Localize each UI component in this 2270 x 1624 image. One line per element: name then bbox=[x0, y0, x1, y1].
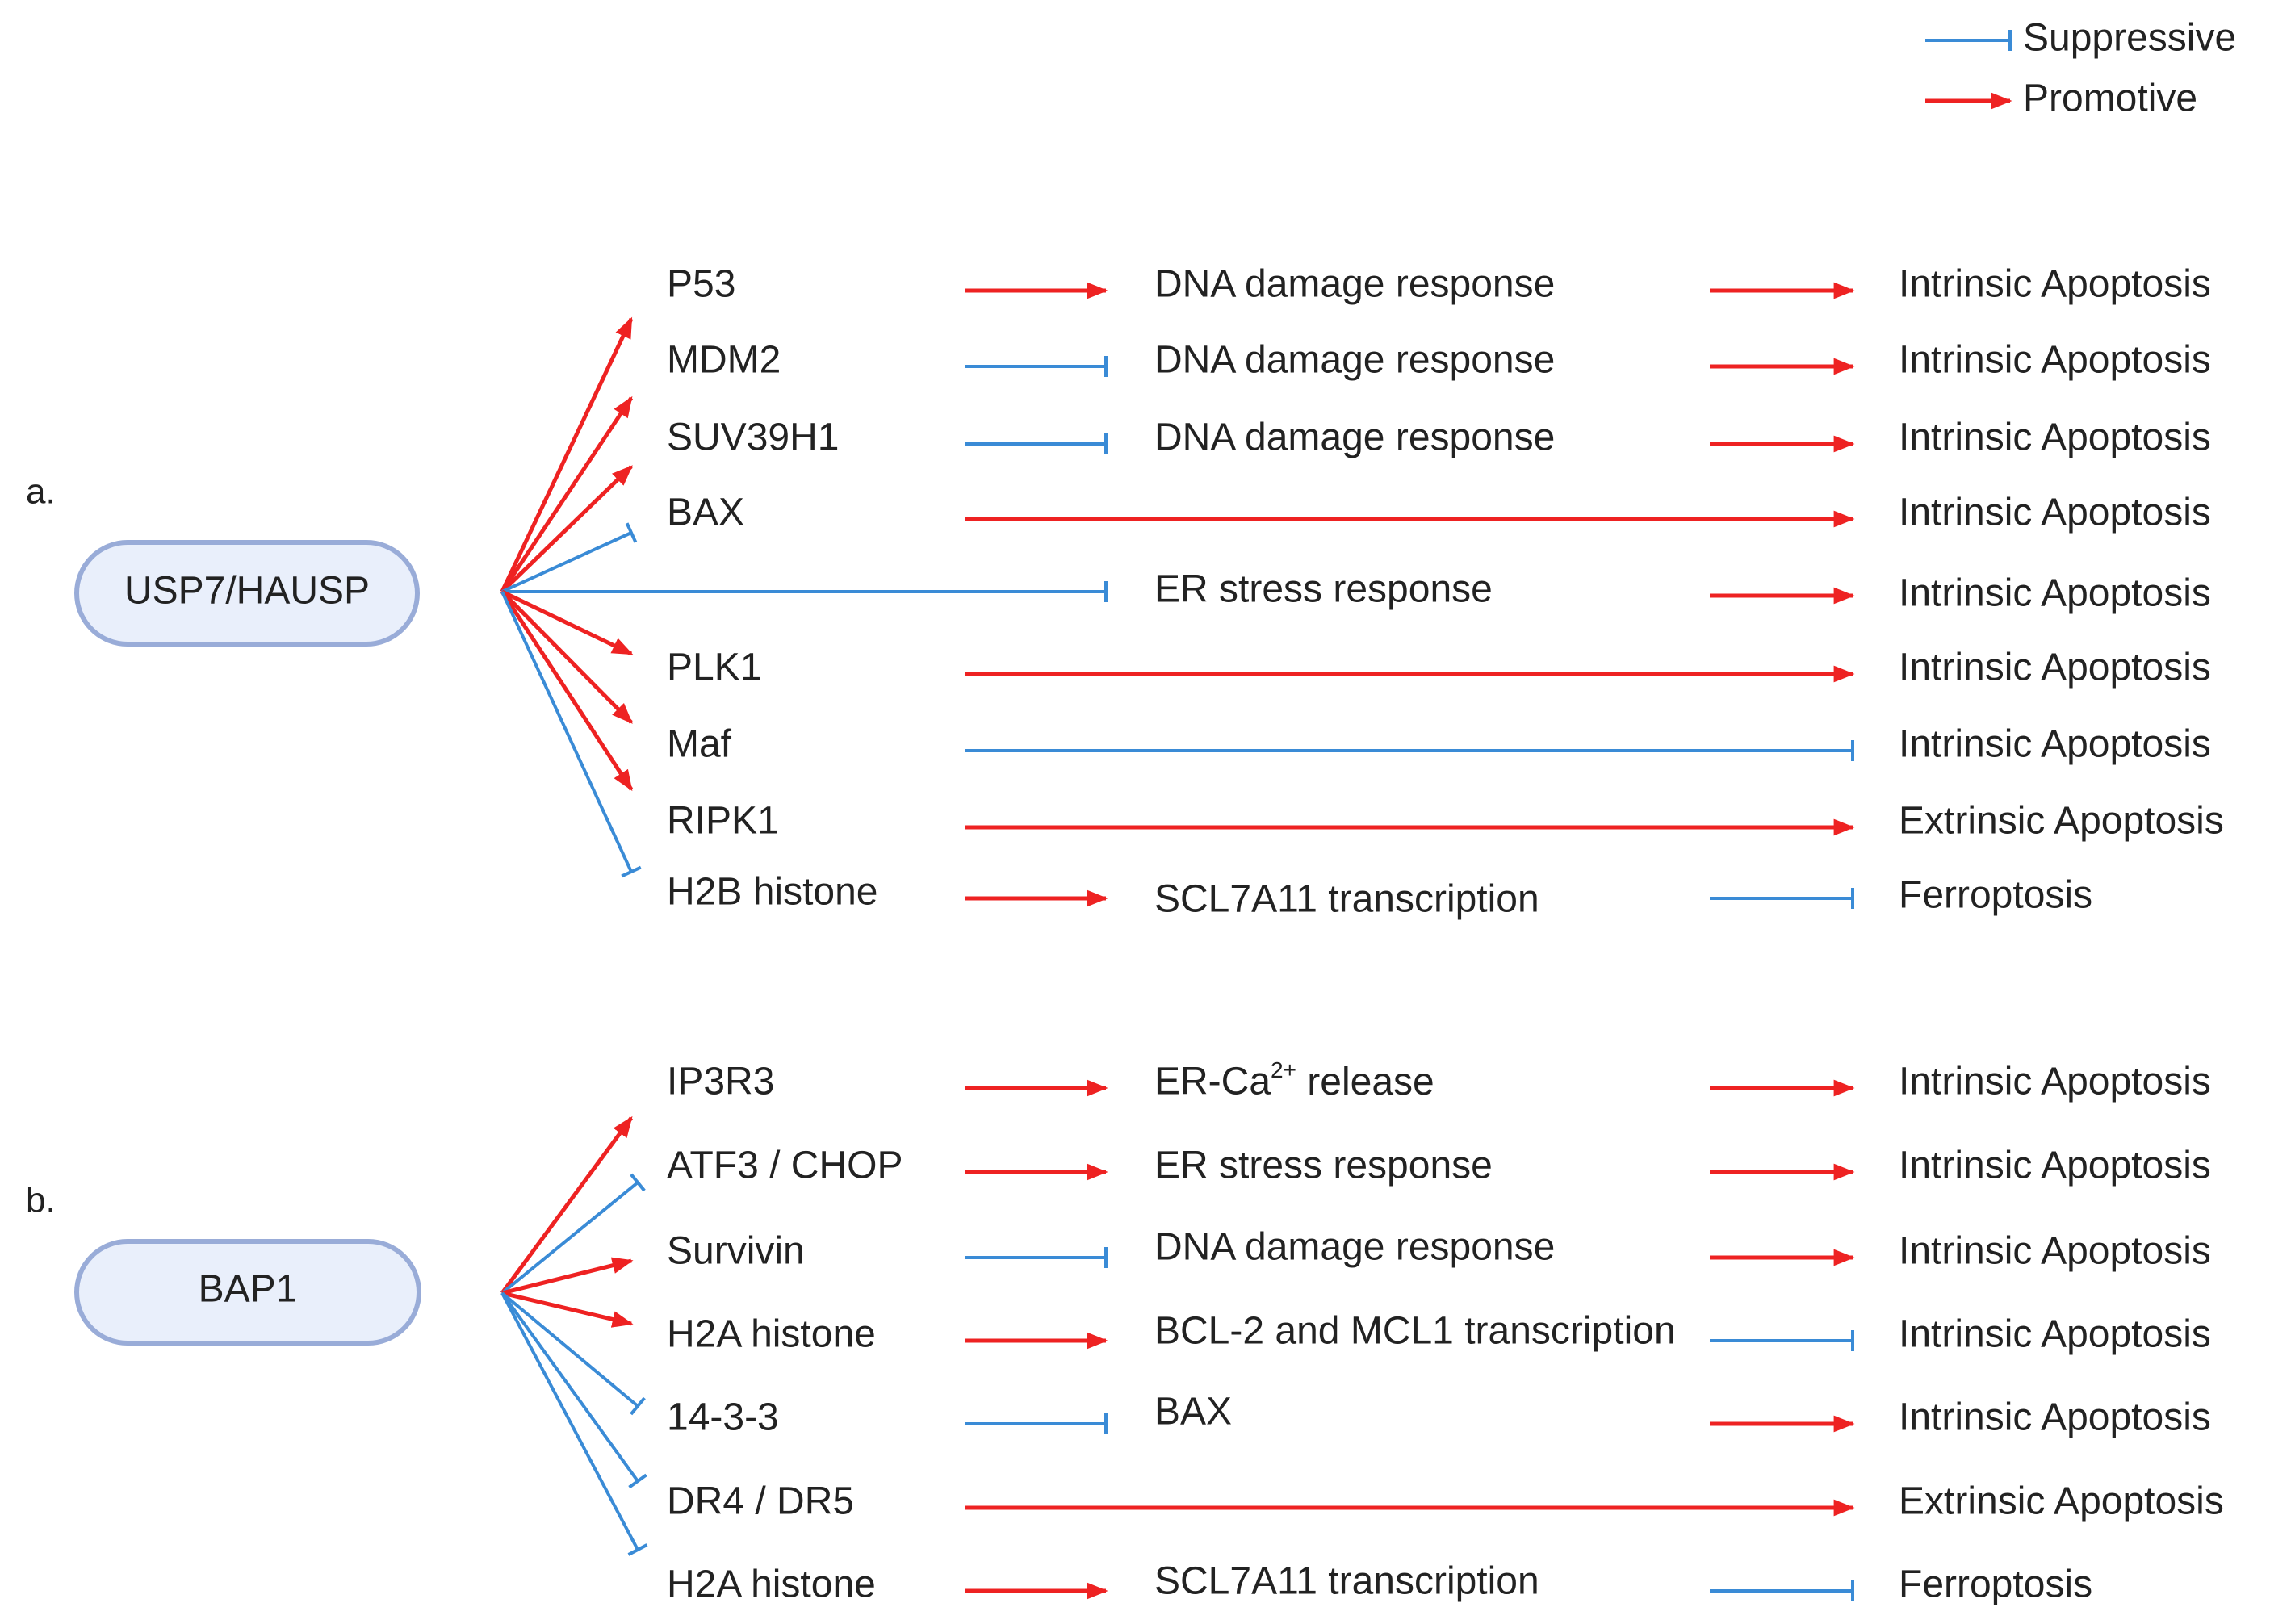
target-label: RIPK1 bbox=[667, 800, 779, 843]
hub-edge bbox=[500, 1291, 646, 1416]
panel-label: a. bbox=[26, 472, 56, 512]
hub-edge bbox=[500, 316, 634, 593]
mid-label: SCL7A11 transcription bbox=[1154, 1560, 1539, 1603]
link-to-mid bbox=[965, 433, 1108, 454]
outcome-label: Intrinsic Apoptosis bbox=[1899, 492, 2211, 534]
outcome-label: Extrinsic Apoptosis bbox=[1899, 800, 2224, 843]
panel-b bbox=[74, 1239, 421, 1346]
link-to-outcome bbox=[965, 740, 1854, 761]
legend-suppressive-label: Suppressive bbox=[2023, 17, 2236, 60]
hub-edge bbox=[500, 590, 633, 724]
hub-edge bbox=[501, 1257, 634, 1295]
hub-edge bbox=[500, 589, 634, 656]
target-label: MDM2 bbox=[667, 339, 781, 382]
outcome-label: Intrinsic Apoptosis bbox=[1899, 1313, 2211, 1356]
hub-edge bbox=[500, 591, 642, 878]
target-label: P53 bbox=[667, 263, 735, 306]
outcome-label: Intrinsic Apoptosis bbox=[1899, 1230, 2211, 1273]
hub-edge bbox=[500, 1291, 647, 1489]
outcome-label: Extrinsic Apoptosis bbox=[1899, 1480, 2224, 1523]
target-label: Maf bbox=[667, 723, 732, 766]
target-label: Survivin bbox=[667, 1230, 805, 1273]
panel-a bbox=[74, 540, 420, 647]
link-to-mid bbox=[965, 1247, 1108, 1268]
outcome-label: Intrinsic Apoptosis bbox=[1899, 647, 2211, 689]
outcome-label: Intrinsic Apoptosis bbox=[1899, 339, 2211, 382]
mid-label: SCL7A11 transcription bbox=[1154, 878, 1539, 921]
hub-edge bbox=[500, 1115, 634, 1295]
mid-label: BCL-2 and MCL1 transcription bbox=[1154, 1310, 1676, 1353]
hub-label: USP7/HAUSP bbox=[124, 570, 370, 613]
mid-label: DNA damage response bbox=[1154, 339, 1555, 382]
link-to-mid bbox=[965, 1413, 1108, 1434]
hub-edge bbox=[501, 1291, 634, 1328]
hub-edge bbox=[501, 522, 638, 593]
mid-label: BAX bbox=[1154, 1391, 1232, 1434]
target-label: SUV39H1 bbox=[667, 416, 839, 459]
outcome-label: Intrinsic Apoptosis bbox=[1899, 1396, 2211, 1439]
outcome-label: Ferroptosis bbox=[1899, 874, 2092, 917]
hub-edge bbox=[500, 1292, 648, 1556]
outcome-label: Intrinsic Apoptosis bbox=[1899, 1061, 2211, 1103]
mid-label: DNA damage response bbox=[1154, 263, 1555, 306]
hub-edge bbox=[502, 581, 1108, 602]
outcome-label: Intrinsic Apoptosis bbox=[1899, 416, 2211, 459]
hub-edge bbox=[500, 465, 633, 593]
link-to-outcome bbox=[1710, 1580, 1854, 1601]
target-label: H2A histone bbox=[667, 1563, 876, 1606]
hub-node bbox=[74, 1239, 421, 1346]
mid-label: DNA damage response bbox=[1154, 1226, 1555, 1269]
mid-label: DNA damage response bbox=[1154, 416, 1555, 459]
target-label: PLK1 bbox=[667, 647, 761, 689]
target-label: H2B histone bbox=[667, 871, 878, 914]
outcome-label: Ferroptosis bbox=[1899, 1563, 2092, 1606]
target-label: H2A histone bbox=[667, 1313, 876, 1356]
target-label: ATF3 / CHOP bbox=[667, 1145, 903, 1187]
outcome-label: Intrinsic Apoptosis bbox=[1899, 263, 2211, 306]
hub-edge bbox=[500, 396, 634, 593]
outcome-label: Intrinsic Apoptosis bbox=[1899, 723, 2211, 766]
hub-node bbox=[74, 540, 420, 647]
mid-label: ER stress response bbox=[1154, 568, 1493, 611]
hub-edge bbox=[500, 590, 634, 792]
mid-label: ER-Ca2+ release bbox=[1154, 1057, 1434, 1103]
target-label: BAX bbox=[667, 492, 744, 534]
panel-label: b. bbox=[26, 1181, 56, 1220]
link-to-mid bbox=[965, 356, 1108, 377]
hub-edge bbox=[500, 1173, 646, 1295]
outcome-label: Intrinsic Apoptosis bbox=[1899, 1145, 2211, 1187]
target-label: DR4 / DR5 bbox=[667, 1480, 854, 1523]
link-to-outcome bbox=[1710, 888, 1854, 909]
legend-promotive-label: Promotive bbox=[2023, 77, 2197, 120]
legend-suppressive-symbol bbox=[1925, 30, 2012, 51]
mid-label: ER stress response bbox=[1154, 1145, 1493, 1187]
link-to-outcome bbox=[1710, 1330, 1854, 1351]
outcome-label: Intrinsic Apoptosis bbox=[1899, 572, 2211, 615]
hub-label: BAP1 bbox=[199, 1268, 298, 1311]
target-label: 14-3-3 bbox=[667, 1396, 779, 1439]
target-label: IP3R3 bbox=[667, 1061, 774, 1103]
